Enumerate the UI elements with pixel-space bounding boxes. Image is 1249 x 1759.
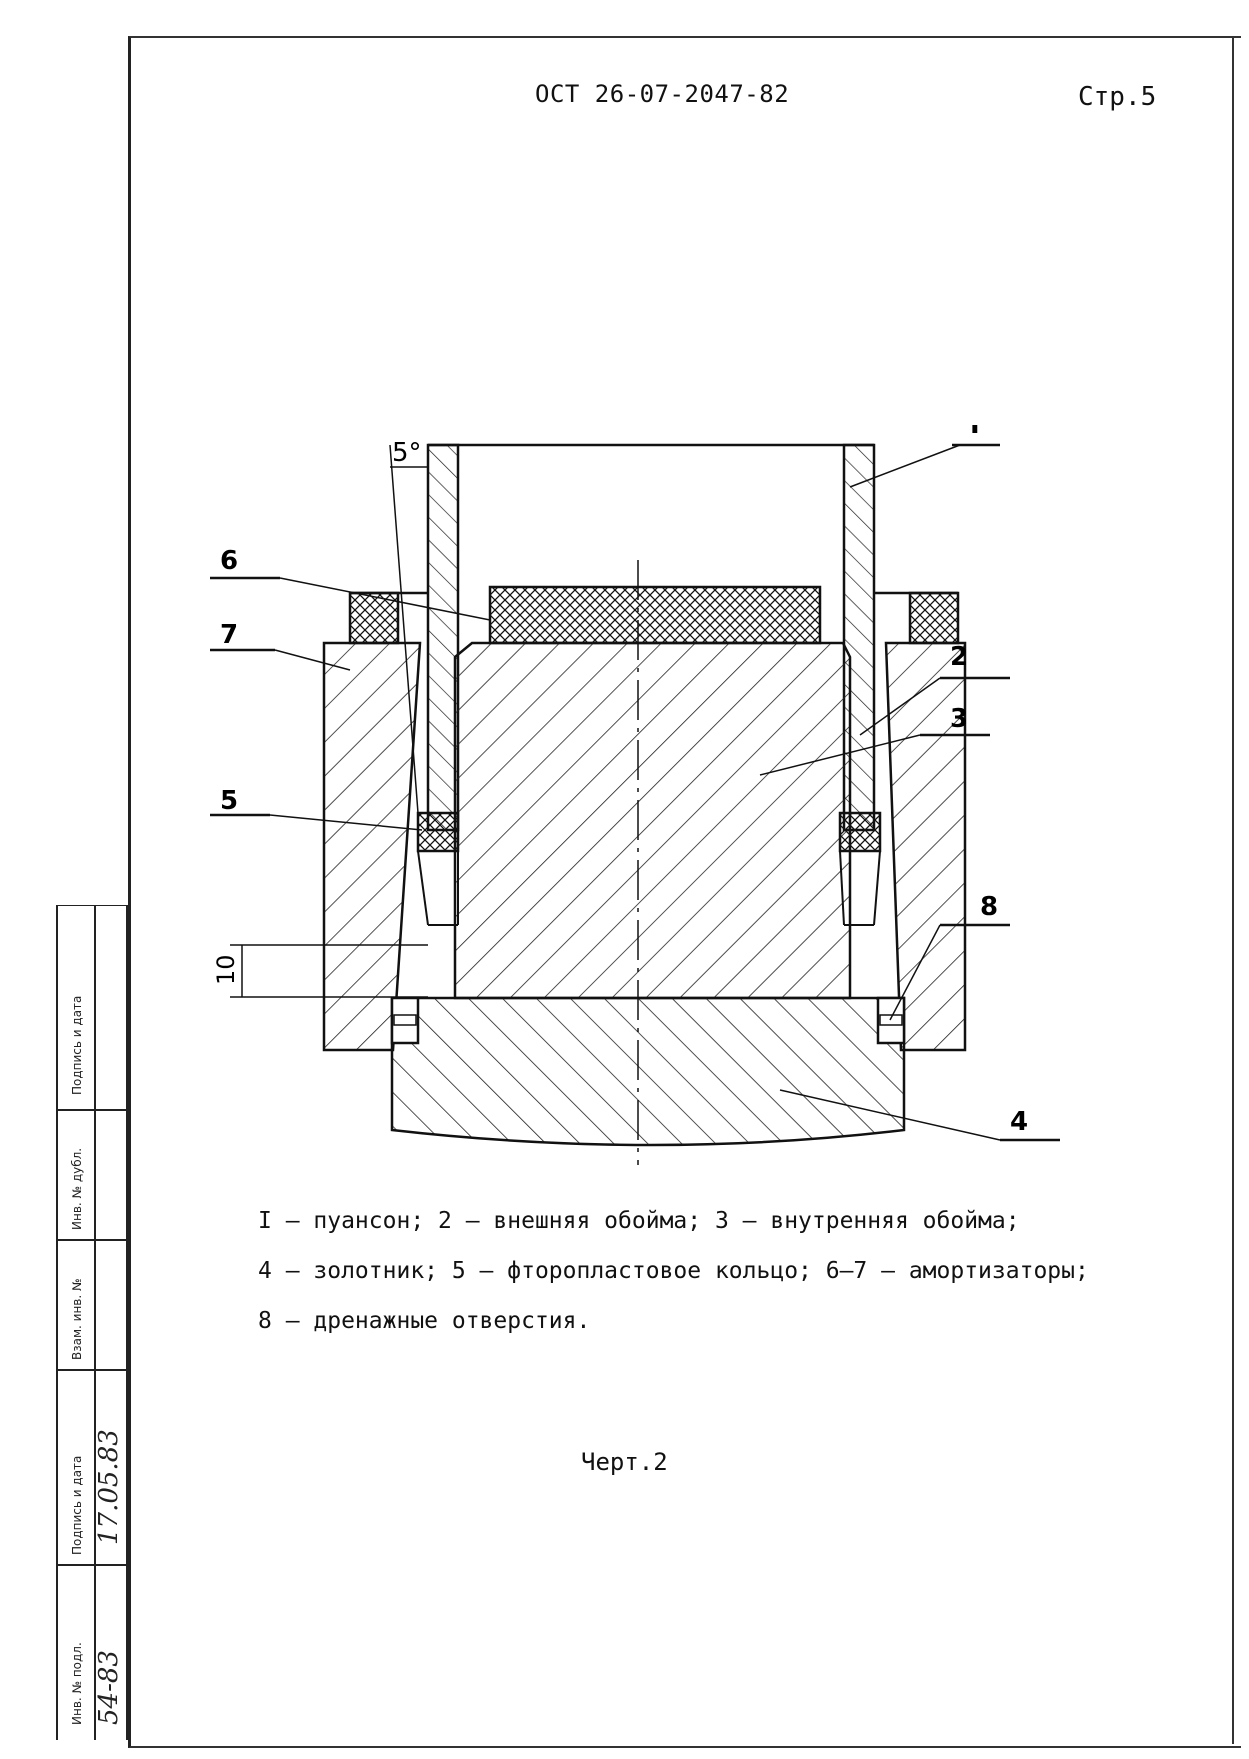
label-fluoro-ring: 5 (220, 786, 238, 816)
inner-ring (453, 641, 852, 1000)
legend-line-2: 4 – золотник; 5 – фторопластовое кольцо;… (258, 1258, 1089, 1284)
shock-absorber-6 (488, 585, 822, 645)
drain-hole-left (393, 1014, 417, 1026)
stamp-signature-date-1: Подпись и дата (70, 996, 84, 1095)
figure-caption: Черт.2 (581, 1448, 668, 1476)
page-frame (128, 36, 1241, 1748)
drain-hole-right (879, 1014, 903, 1026)
label-shock-absorber-7: 7 (220, 620, 238, 650)
spool (390, 996, 906, 1147)
stamp-handwritten-date: 17.05.83 (94, 1429, 124, 1545)
punch-wall-left (426, 443, 460, 832)
shock-absorber-7-right (908, 591, 960, 645)
side-stamp: Подпись и дата Инв. № дубл. Взам. инв. №… (56, 905, 128, 1740)
page-number: Стр.5 (1078, 82, 1157, 112)
label-outer-ring: 2 (950, 642, 968, 672)
dimension-angle: 5° (392, 438, 422, 468)
technical-drawing: I 2 3 4 5 6 7 8 5° 10 (210, 425, 1060, 1165)
stamp-replace-inv: Взам. инв. № (70, 1279, 84, 1360)
legend-line-3: 8 – дренажные отверстия. (258, 1308, 591, 1334)
stamp-signature-date-2: Подпись и дата (70, 1456, 84, 1555)
stamp-orig-inv: Инв. № подл. (70, 1642, 84, 1725)
fluoro-ring-left (416, 811, 460, 853)
label-punch: I (970, 425, 980, 440)
label-inner-ring: 3 (950, 704, 968, 734)
stamp-dup-inv: Инв. № дубл. (70, 1148, 84, 1230)
frame-right-edge (1232, 36, 1234, 1744)
label-spool: 4 (1010, 1107, 1028, 1137)
dimension-height: 10 (212, 954, 240, 985)
label-drain-holes: 8 (980, 892, 998, 922)
stamp-handwritten-number: 54-83 (94, 1650, 124, 1725)
label-shock-absorber-6: 6 (220, 546, 238, 576)
fluoro-ring-right (838, 811, 882, 853)
document-code: ОСТ 26-07-2047-82 (535, 80, 790, 108)
legend-line-1: I – пуансон; 2 – внешняя обойма; 3 – вну… (258, 1208, 1020, 1234)
outer-ring-left (322, 641, 422, 1052)
